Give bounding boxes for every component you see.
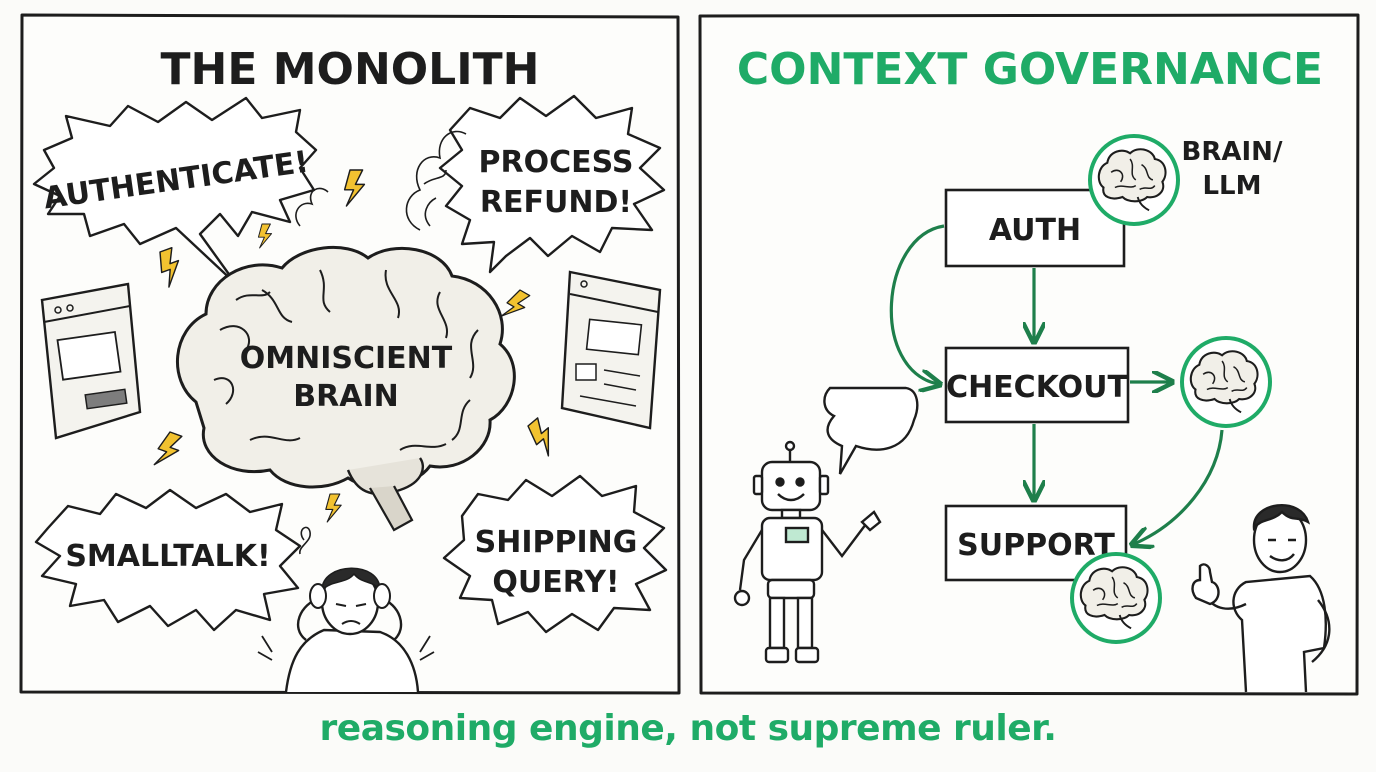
- smalltalk-bubble: SMALLTALK!: [34, 488, 302, 632]
- stressed-person-icon: [257, 526, 435, 693]
- omniscient-label: OMNISCIENT: [240, 341, 453, 376]
- smoke-icon: [295, 130, 467, 231]
- authenticate-bubble: AUTHENTICATE!: [32, 96, 318, 286]
- brain-icon-support: [1070, 552, 1162, 644]
- shipping-query-bubble: SHIPPING QUERY!: [442, 474, 668, 634]
- caption: reasoning engine, not supreme ruler.: [319, 708, 1057, 749]
- brain-icon-checkout: [1180, 336, 1272, 428]
- arrow-auth-loop: [889, 224, 944, 384]
- arrow-brain-to-support: [1134, 429, 1224, 544]
- checkout-node: CHECKOUT: [944, 346, 1130, 424]
- brain-label: BRAIN: [293, 379, 398, 414]
- omniscient-brain-icon: OMNISCIENT BRAIN: [176, 245, 516, 532]
- browser-window-icon: [40, 282, 142, 440]
- right-panel: CONTEXT GOVERNANCE AUTH CHECKOUT SUPPORT: [698, 13, 1360, 696]
- smalltalk-text: SMALLTALK!: [65, 539, 270, 574]
- left-panel: THE MONOLITH AUTHENTICATE! PROCESS REFUN…: [19, 13, 681, 695]
- robot-icon: [733, 440, 882, 664]
- left-panel-title: THE MONOLITH: [161, 44, 540, 95]
- brain-icon-auth: [1088, 134, 1180, 226]
- process-refund-line2: REFUND!: [480, 185, 632, 220]
- brain-llm-label-line1: BRAIN/: [1182, 137, 1283, 167]
- shipping-query-line2: QUERY!: [492, 565, 619, 600]
- flow-arrows: [889, 224, 1224, 544]
- checkout-node-label: CHECKOUT: [946, 370, 1128, 405]
- support-node-label: SUPPORT: [957, 528, 1115, 563]
- auth-node-label: AUTH: [989, 213, 1081, 248]
- shipping-query-line1: SHIPPING: [475, 525, 638, 560]
- browser-window-icon-2: [560, 270, 662, 430]
- thumbs-up-person-icon: [1191, 504, 1331, 693]
- process-refund-line1: PROCESS: [479, 145, 634, 180]
- process-refund-bubble: PROCESS REFUND!: [438, 94, 666, 274]
- right-panel-title: CONTEXT GOVERNANCE: [737, 44, 1323, 95]
- brain-llm-label-line2: LLM: [1202, 171, 1261, 201]
- speech-bubble-icon: [823, 386, 919, 475]
